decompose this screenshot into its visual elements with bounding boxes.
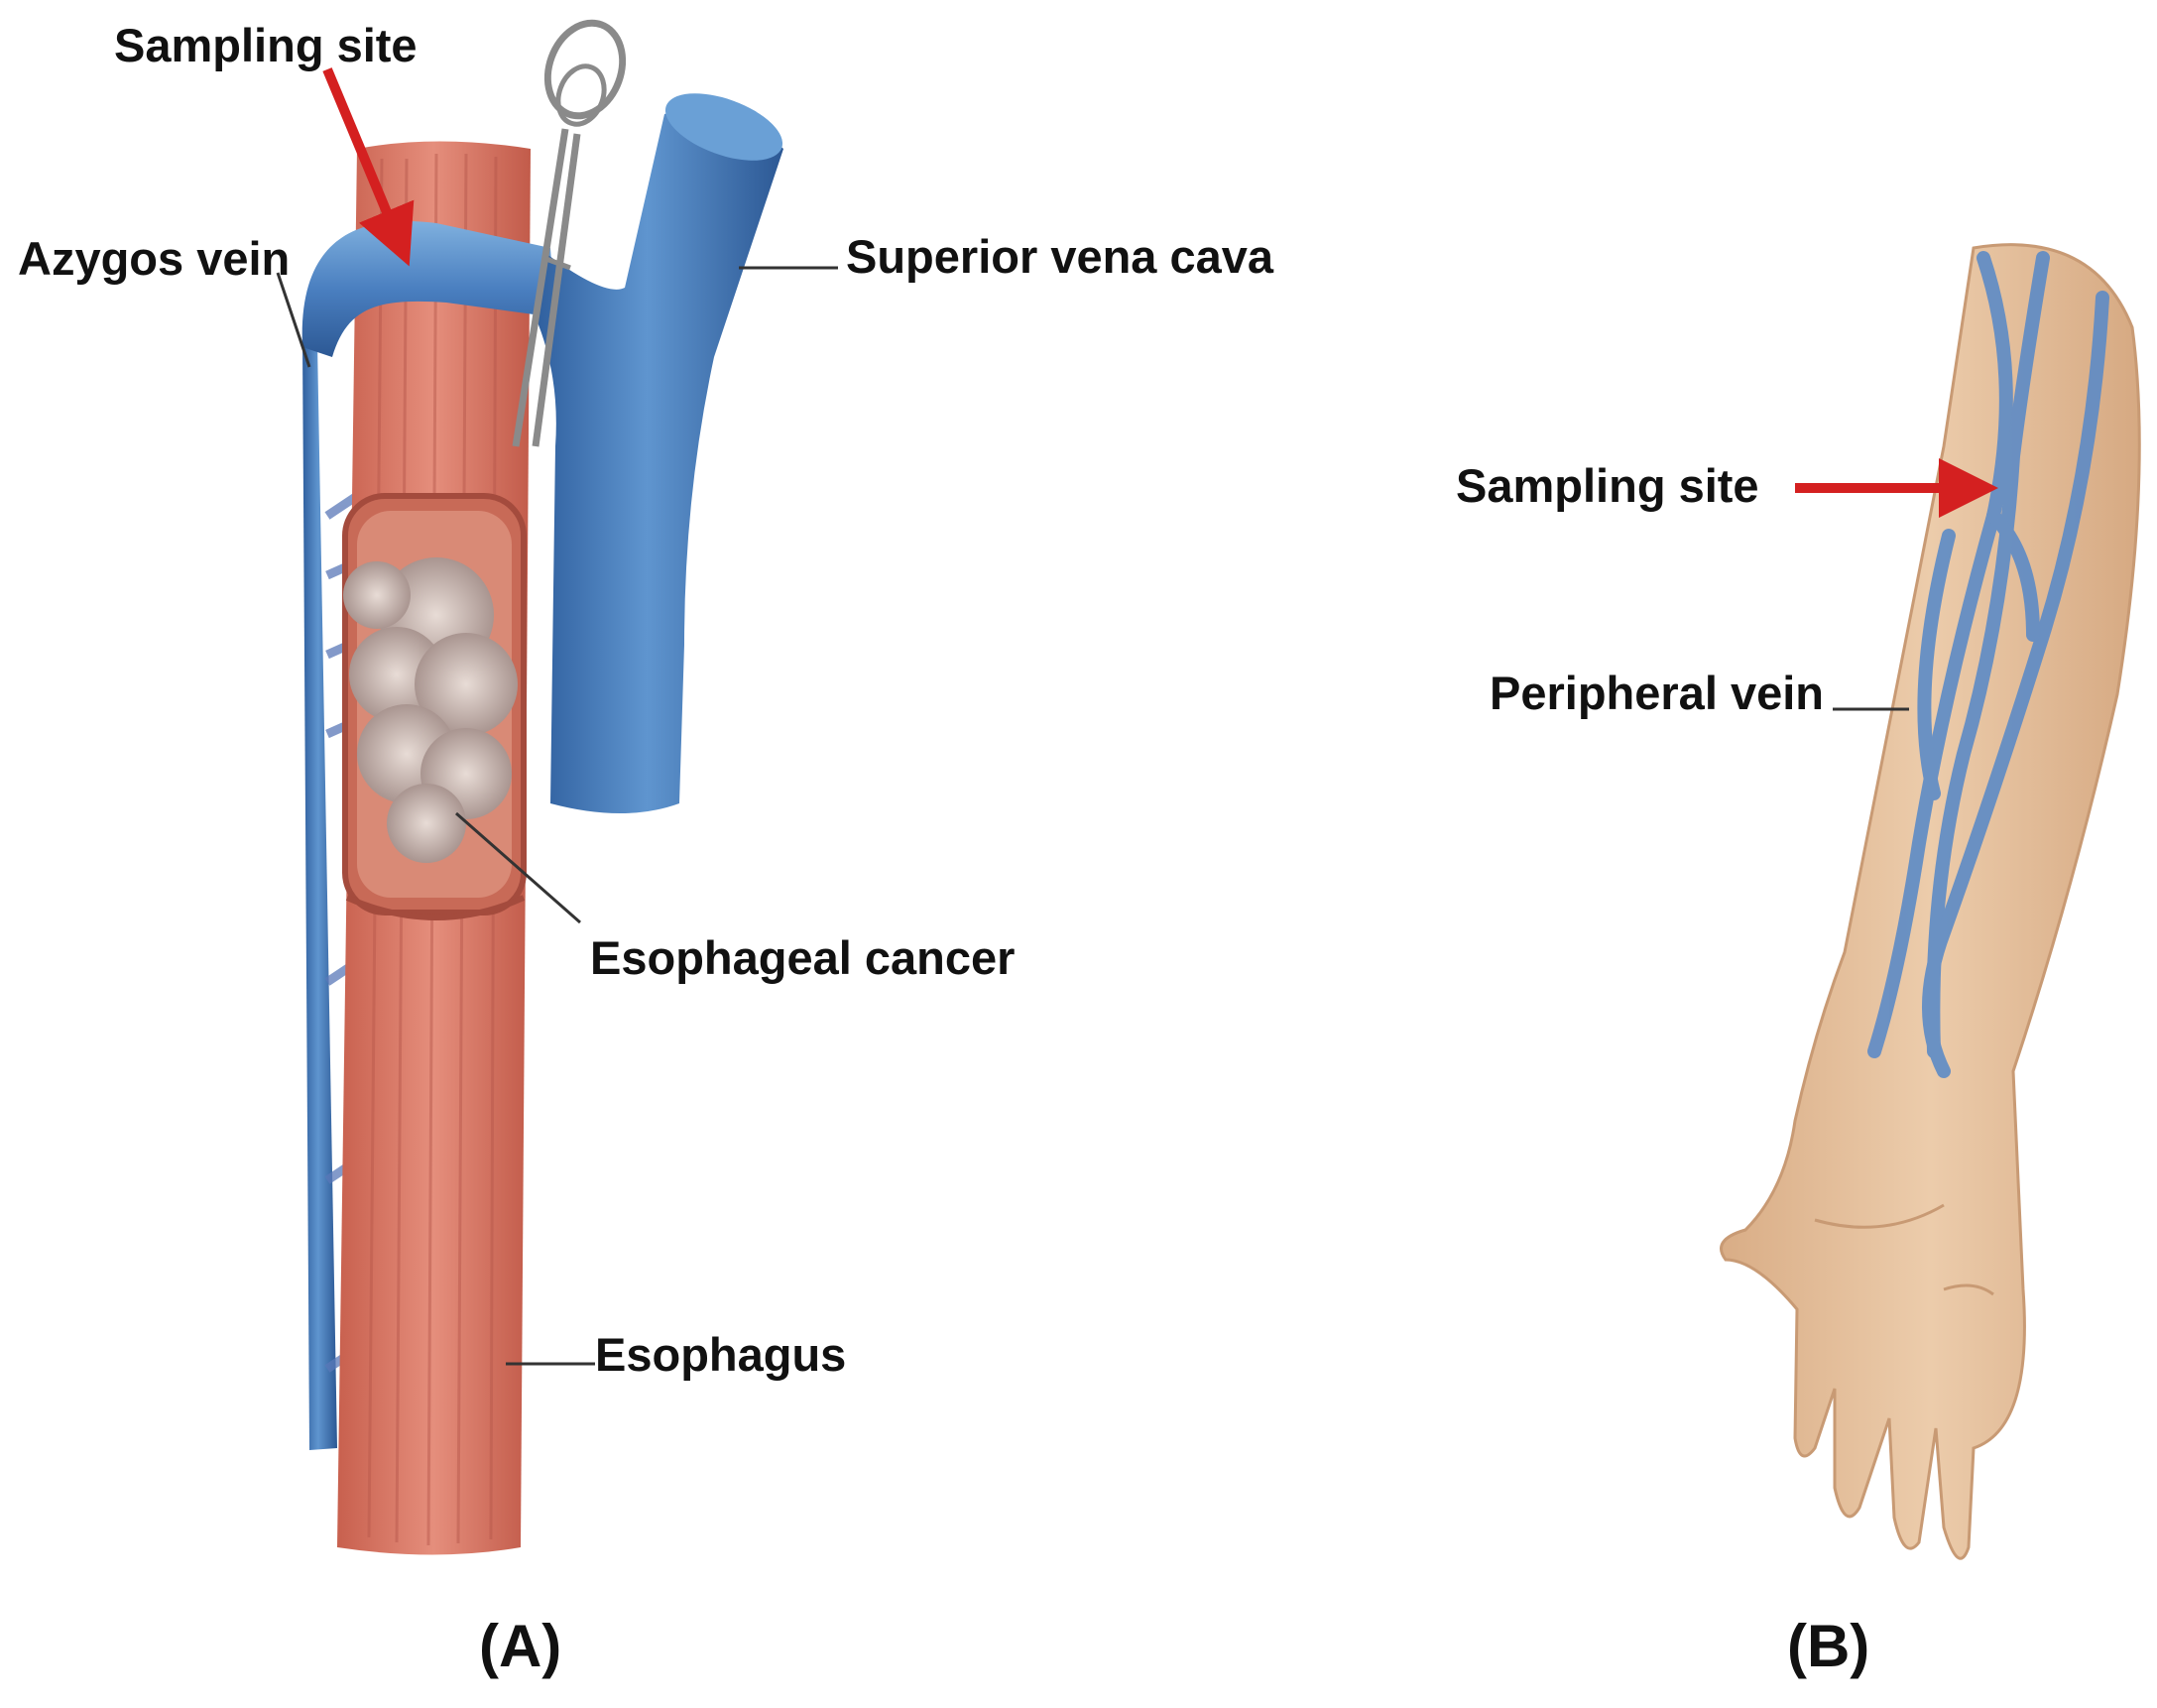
- label-esophageal-cancer: Esophageal cancer: [590, 931, 1016, 984]
- surgical-clamp-icon: [512, 19, 627, 447]
- label-azygos-vein: Azygos vein: [18, 232, 291, 285]
- panel-b-drawing: [1720, 243, 2141, 1560]
- sampling-arrow-a: [322, 67, 415, 267]
- leader-lines-a: [276, 266, 838, 1366]
- azygos-vein: [302, 342, 337, 1450]
- arm-veins: [1867, 251, 2109, 1078]
- label-sampling-site-b: Sampling site: [1456, 459, 1759, 512]
- panel-label-a: (A): [479, 1613, 562, 1679]
- tumor: [343, 557, 518, 863]
- superior-vena-cava: [536, 108, 783, 813]
- panel-a-drawing: [276, 19, 838, 1555]
- forearm: [1720, 243, 2141, 1560]
- label-superior-vena-cava: Superior vena cava: [846, 230, 1274, 283]
- label-sampling-site-a: Sampling site: [114, 19, 418, 71]
- label-esophagus: Esophagus: [595, 1328, 847, 1381]
- panel-label-b: (B): [1787, 1613, 1870, 1679]
- label-peripheral-vein: Peripheral vein: [1490, 667, 1824, 719]
